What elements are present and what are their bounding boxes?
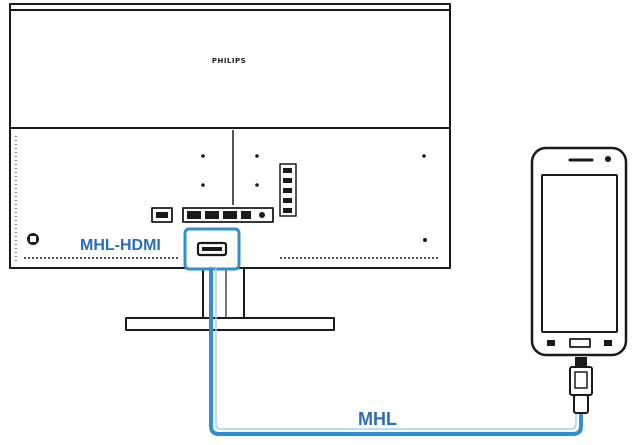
screw-hole (423, 238, 427, 242)
screw-hole (255, 183, 259, 187)
mhl-cable (209, 267, 583, 436)
phone-screen (541, 174, 618, 333)
monitor-brand: PHILIPS (212, 57, 246, 65)
monitor-upper-panel (9, 9, 451, 129)
monitor-rear-icon (9, 3, 451, 331)
screw-hole (255, 154, 259, 158)
screw-hole (201, 154, 205, 158)
phone-menu-key (604, 340, 612, 346)
control-button (283, 178, 292, 183)
port-label: MHL-HDMI (80, 237, 161, 254)
control-button (283, 208, 292, 213)
smartphone-icon (530, 146, 628, 357)
stand-neck (202, 268, 245, 318)
mhl-cable (215, 268, 577, 430)
control-button (283, 168, 292, 173)
cable-label: MHL (358, 409, 397, 429)
phone-camera (605, 156, 611, 162)
micro-usb-connector-icon (569, 357, 593, 414)
stand-base (125, 317, 335, 331)
screw-hole (201, 183, 205, 187)
screw-hole (422, 154, 426, 158)
kensington-lock-icon (27, 233, 39, 245)
mhl-hdmi-port (183, 227, 241, 271)
monitor-lower-panel (9, 127, 451, 269)
hdmi-port-inner (202, 247, 222, 251)
control-button (283, 198, 292, 203)
phone-home-key (569, 338, 591, 348)
port-row (151, 207, 274, 223)
monitor-top-lip (9, 3, 451, 10)
phone-back-key (547, 340, 555, 346)
control-button (283, 188, 292, 193)
